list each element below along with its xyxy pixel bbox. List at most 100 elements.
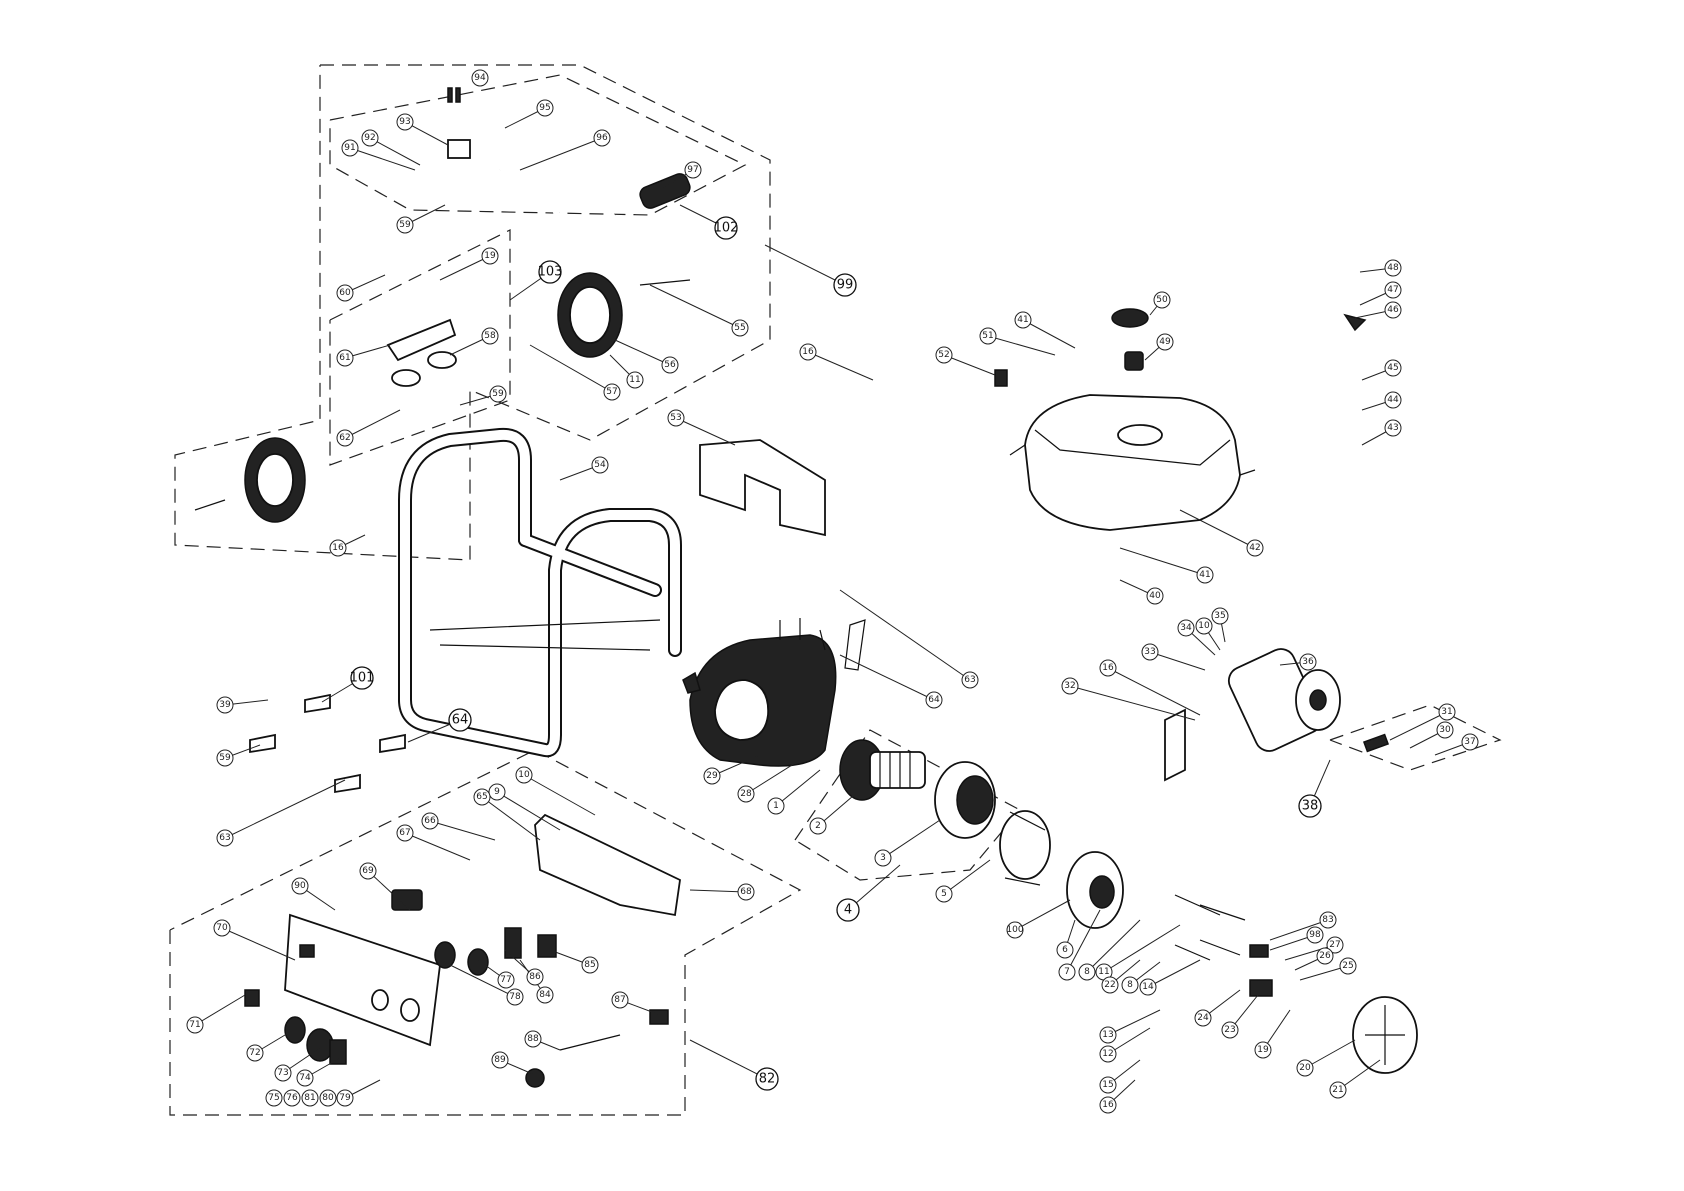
callout-46: 46 bbox=[1384, 301, 1402, 319]
callout-83: 83 bbox=[1319, 911, 1337, 929]
callout-44: 44 bbox=[1384, 391, 1402, 409]
callout-101: 101 bbox=[350, 666, 375, 690]
callout-circle bbox=[336, 284, 354, 302]
callout-77: 77 bbox=[497, 971, 515, 989]
outlet bbox=[504, 927, 522, 959]
leader-line bbox=[807, 351, 874, 381]
through-bolt bbox=[1199, 904, 1246, 921]
fuel-filter bbox=[1124, 351, 1144, 371]
callout-circle bbox=[1254, 1041, 1272, 1059]
leader-line bbox=[439, 959, 516, 998]
callout-circle bbox=[755, 1067, 779, 1091]
callout-59: 59 bbox=[396, 216, 414, 234]
callout-14: 14 bbox=[1139, 978, 1157, 996]
frame bbox=[398, 427, 682, 758]
callout-circle bbox=[1384, 359, 1402, 377]
callout-79: 79 bbox=[336, 1089, 354, 1107]
axle bbox=[194, 499, 226, 511]
callout-circle bbox=[216, 749, 234, 767]
callout-circle bbox=[1078, 963, 1096, 981]
callout-circle bbox=[488, 783, 506, 801]
callout-68: 68 bbox=[737, 883, 755, 901]
callout-circle bbox=[1099, 659, 1117, 677]
callout-number: 58 bbox=[484, 331, 496, 341]
callout-number: 22 bbox=[1104, 980, 1115, 990]
callout-number: 47 bbox=[1387, 285, 1398, 295]
group-101-outline bbox=[1329, 704, 1502, 771]
callout-number: 12 bbox=[1102, 1049, 1113, 1059]
callout-number: 7 bbox=[1064, 967, 1070, 977]
callout-81: 81 bbox=[301, 1089, 319, 1107]
rear-end-cover bbox=[1066, 851, 1124, 929]
callout-number: 62 bbox=[339, 433, 350, 443]
callout-number: 38 bbox=[1302, 799, 1319, 814]
callout-circle bbox=[1153, 291, 1171, 309]
callout-23: 23 bbox=[1221, 1021, 1239, 1039]
callout-number: 74 bbox=[299, 1073, 311, 1083]
callout-circle bbox=[524, 1030, 542, 1048]
callout-number: 83 bbox=[1322, 915, 1333, 925]
callout-number: 63 bbox=[219, 833, 230, 843]
callout-7: 7 bbox=[1058, 963, 1076, 981]
callout-circle bbox=[359, 862, 377, 880]
callout-49: 49 bbox=[1156, 333, 1174, 351]
callout-circle bbox=[265, 1089, 283, 1107]
fuel-tank bbox=[1009, 394, 1256, 531]
callout-35: 35 bbox=[1211, 607, 1229, 625]
callout-92: 92 bbox=[361, 129, 379, 147]
callout-circle bbox=[833, 273, 857, 297]
callout-number: 59 bbox=[219, 753, 231, 763]
callout-34: 34 bbox=[1177, 619, 1195, 637]
callout-circle bbox=[396, 824, 414, 842]
callout-number: 72 bbox=[249, 1048, 260, 1058]
callout-43: 43 bbox=[1384, 419, 1402, 437]
breaker bbox=[244, 989, 260, 1007]
callout-circle bbox=[1384, 281, 1402, 299]
callout-11: 11 bbox=[626, 371, 644, 389]
callout-number: 27 bbox=[1329, 940, 1340, 950]
callout-number: 30 bbox=[1439, 725, 1451, 735]
callout-circle bbox=[1061, 677, 1079, 695]
callout-number: 2 bbox=[815, 821, 821, 831]
leader-line bbox=[523, 774, 596, 816]
callout-circle bbox=[684, 161, 702, 179]
callout-36: 36 bbox=[1299, 653, 1317, 671]
callout-86: 86 bbox=[526, 968, 544, 986]
callout-38: 38 bbox=[1298, 794, 1322, 818]
callout-number: 67 bbox=[399, 828, 410, 838]
callout-9: 9 bbox=[488, 783, 506, 801]
rear-cover bbox=[1352, 996, 1418, 1074]
callout-84: 84 bbox=[536, 986, 554, 1004]
callout-circle bbox=[767, 797, 785, 815]
callout-number: 13 bbox=[1102, 1030, 1113, 1040]
ground-strap bbox=[844, 619, 866, 671]
leader-line bbox=[764, 244, 846, 286]
handle-bar-inner bbox=[499, 166, 617, 231]
callout-circle bbox=[874, 849, 892, 867]
callout-29: 29 bbox=[703, 767, 721, 785]
callout-circle bbox=[1211, 607, 1229, 625]
callout-circle bbox=[448, 708, 472, 732]
leader-line bbox=[675, 417, 736, 446]
callout-2: 2 bbox=[809, 817, 827, 835]
leader-line bbox=[1269, 919, 1329, 941]
callout-circle bbox=[481, 327, 499, 345]
callout-circle bbox=[591, 456, 609, 474]
callout-number: 94 bbox=[474, 73, 486, 83]
leader-line bbox=[496, 791, 561, 831]
callout-20: 20 bbox=[1296, 1059, 1314, 1077]
leader-line bbox=[439, 255, 491, 281]
callout-number: 88 bbox=[527, 1034, 539, 1044]
bolt bbox=[447, 87, 453, 103]
vibration-mount bbox=[249, 733, 276, 754]
callout-number: 16 bbox=[332, 543, 344, 553]
callout-45: 45 bbox=[1384, 359, 1402, 377]
callout-number: 101 bbox=[350, 671, 375, 686]
vibration-mount bbox=[334, 773, 361, 794]
callout-39: 39 bbox=[216, 696, 234, 714]
callout-circle bbox=[341, 139, 359, 157]
callout-circle bbox=[1339, 957, 1357, 975]
handle-grip bbox=[639, 173, 691, 209]
callout-circle bbox=[481, 247, 499, 265]
callout-54: 54 bbox=[591, 456, 609, 474]
